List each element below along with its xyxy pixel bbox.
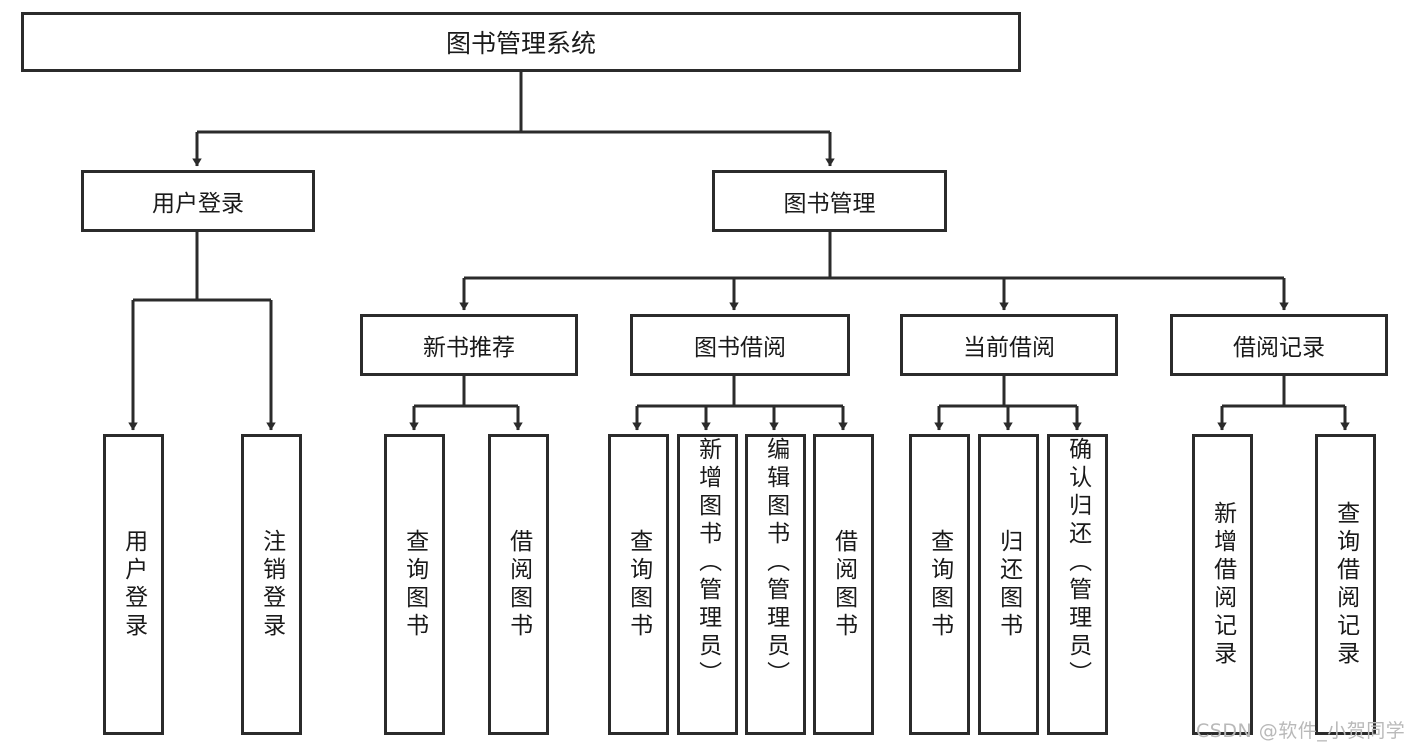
node-borrow-record-label: 借阅记录 — [1233, 335, 1325, 361]
leaf-new-book-borrow-label: 借阅图书 — [505, 528, 532, 641]
node-root[interactable]: 图书管理系统 — [21, 12, 1021, 72]
leaf-current-borrow-query[interactable]: 查询图书 — [909, 434, 970, 735]
node-book-management[interactable]: 图书管理 — [712, 170, 947, 232]
leaf-book-borrow-edit-label: 编辑图书（管理员） — [762, 437, 789, 689]
node-new-book-recommend[interactable]: 新书推荐 — [360, 314, 578, 376]
leaf-book-borrow-add-label: 新增图书（管理员） — [694, 437, 721, 689]
leaf-new-book-query[interactable]: 查询图书 — [384, 434, 445, 735]
leaf-user-login-login[interactable]: 用户登录 — [103, 434, 164, 735]
leaf-new-book-query-label: 查询图书 — [401, 528, 428, 641]
leaf-user-login-logout[interactable]: 注销登录 — [241, 434, 302, 735]
watermark: CSDN @软件_小贺同学 — [1196, 720, 1405, 742]
node-borrow-record[interactable]: 借阅记录 — [1170, 314, 1388, 376]
leaf-user-login-login-label: 用户登录 — [120, 528, 147, 641]
leaf-new-book-borrow[interactable]: 借阅图书 — [488, 434, 549, 735]
leaf-borrow-record-add[interactable]: 新增借阅记录 — [1192, 434, 1253, 735]
node-new-book-recommend-label: 新书推荐 — [423, 335, 515, 361]
leaf-book-borrow-query-label: 查询图书 — [625, 528, 652, 641]
leaf-user-login-logout-label: 注销登录 — [258, 528, 285, 641]
leaf-book-borrow-edit[interactable]: 编辑图书（管理员） — [745, 434, 806, 735]
leaf-current-borrow-confirm-return[interactable]: 确认归还（管理员） — [1047, 434, 1108, 735]
leaf-current-borrow-return-label: 归还图书 — [995, 528, 1022, 641]
node-current-borrow-label: 当前借阅 — [963, 335, 1055, 361]
leaf-book-borrow-query[interactable]: 查询图书 — [608, 434, 669, 735]
node-book-borrow[interactable]: 图书借阅 — [630, 314, 850, 376]
node-current-borrow[interactable]: 当前借阅 — [900, 314, 1118, 376]
node-book-borrow-label: 图书借阅 — [694, 335, 786, 361]
node-root-label: 图书管理系统 — [445, 29, 596, 58]
leaf-book-borrow-borrow-label: 借阅图书 — [830, 528, 857, 641]
node-user-login[interactable]: 用户登录 — [81, 170, 315, 232]
leaf-current-borrow-return[interactable]: 归还图书 — [978, 434, 1039, 735]
leaf-borrow-record-add-label: 新增借阅记录 — [1209, 500, 1236, 669]
leaf-current-borrow-query-label: 查询图书 — [926, 528, 953, 641]
leaf-book-borrow-borrow[interactable]: 借阅图书 — [813, 434, 874, 735]
leaf-borrow-record-query-label: 查询借阅记录 — [1332, 500, 1359, 669]
node-user-login-label: 用户登录 — [152, 191, 244, 217]
leaf-current-borrow-confirm-return-label: 确认归还（管理员） — [1064, 437, 1091, 689]
leaf-book-borrow-add[interactable]: 新增图书（管理员） — [677, 434, 738, 735]
leaf-borrow-record-query[interactable]: 查询借阅记录 — [1315, 434, 1376, 735]
node-book-management-label: 图书管理 — [783, 191, 876, 217]
